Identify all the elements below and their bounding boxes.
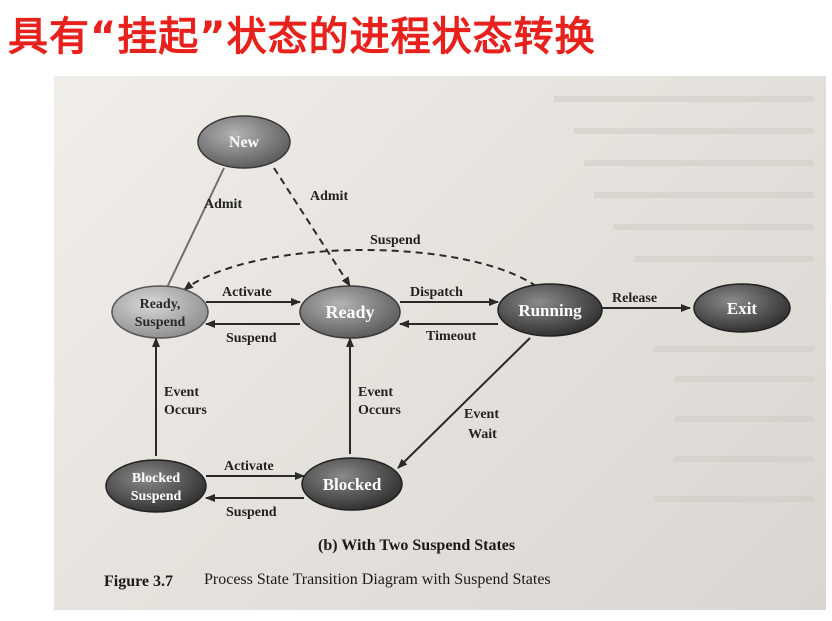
node-new-label: New: [229, 134, 260, 151]
label-activate-top: Activate: [222, 285, 272, 300]
edge-admit-to-ready: [273, 167, 351, 287]
node-blocked-suspend: [105, 459, 207, 513]
node-blocked-label: Blocked: [323, 475, 382, 494]
label-event-wait-2: Wait: [468, 427, 497, 442]
background-text: [554, 96, 814, 502]
label-admit-right: Admit: [310, 189, 348, 204]
diagram-subcaption: (b) With Two Suspend States: [318, 537, 515, 554]
label-dispatch: Dispatch: [410, 285, 463, 300]
label-admit-left: Admit: [204, 197, 242, 212]
label-event-wait-1: Event: [464, 407, 499, 422]
node-ready-suspend-label-1: Ready,: [140, 297, 181, 312]
edge-admit-to-ready-suspend: [161, 167, 225, 299]
node-blocked-suspend-label-2: Suspend: [131, 489, 182, 504]
label-event-occurs-left-1: Event: [164, 385, 199, 400]
label-timeout: Timeout: [426, 329, 477, 344]
node-blocked: [301, 457, 403, 511]
label-activate-bottom: Activate: [224, 459, 274, 474]
edge-event-wait: [397, 337, 531, 469]
textbook-photo: New Ready, Suspend Ready Running Exit Bl…: [54, 76, 826, 610]
node-ready: [299, 285, 401, 339]
figure-title: Process State Transition Diagram with Su…: [204, 571, 551, 588]
label-event-occurs-mid-1: Event: [358, 385, 393, 400]
state-diagram: New Ready, Suspend Ready Running Exit Bl…: [104, 96, 814, 590]
label-suspend-top: Suspend: [370, 233, 421, 248]
slide-title: 具有“挂起”状态的进程状态转换: [8, 14, 596, 60]
label-suspend-bottom: Suspend: [226, 505, 277, 520]
label-event-occurs-mid-2: Occurs: [358, 403, 401, 418]
node-new: [197, 115, 291, 169]
node-exit-label: Exit: [727, 299, 758, 318]
node-running-label: Running: [518, 301, 582, 320]
node-running: [497, 283, 603, 337]
label-event-occurs-left-2: Occurs: [164, 403, 207, 418]
node-ready-suspend: [111, 285, 209, 339]
edge-suspend-running-to-ready-suspend: [183, 249, 547, 295]
label-release: Release: [612, 291, 657, 306]
figure-number: Figure 3.7: [104, 573, 173, 590]
node-blocked-suspend-label-1: Blocked: [132, 471, 180, 486]
node-ready-suspend-label-2: Suspend: [135, 315, 186, 330]
node-exit: [693, 283, 791, 333]
label-suspend-mid: Suspend: [226, 331, 277, 346]
node-ready-label: Ready: [326, 302, 375, 322]
